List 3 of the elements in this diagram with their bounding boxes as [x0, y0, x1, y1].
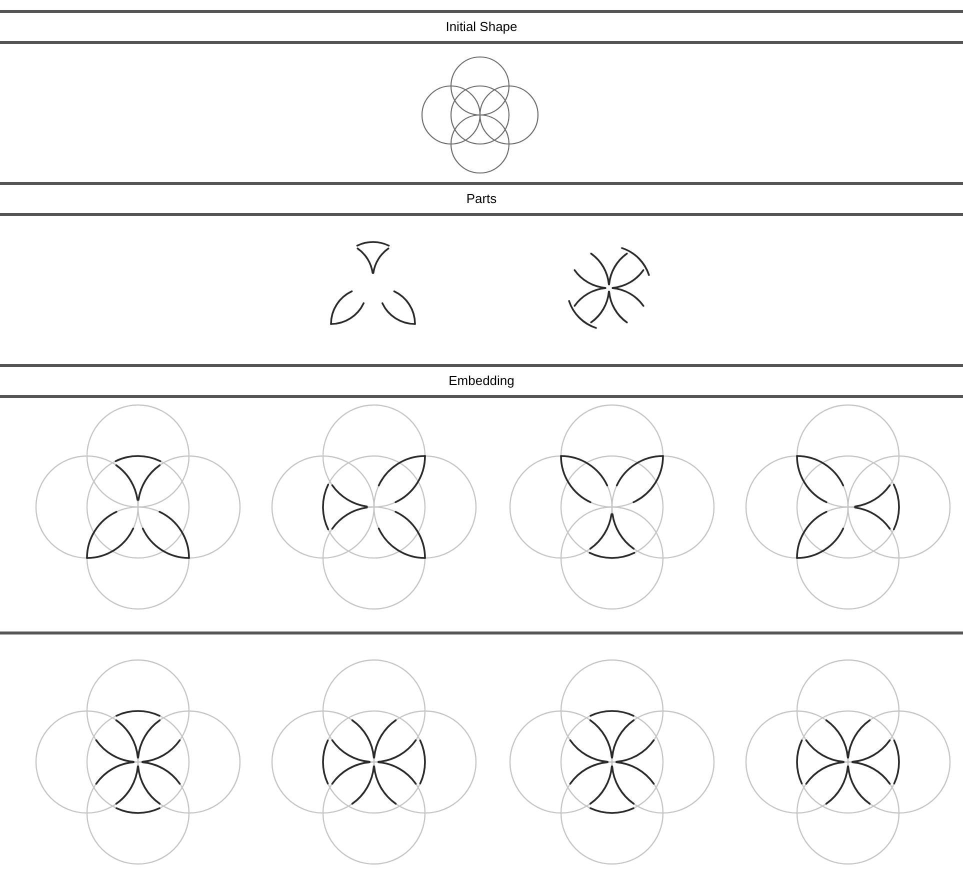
section-heading: Initial Shape — [446, 18, 518, 36]
section-heading: Embedding — [448, 372, 514, 390]
section-heading: Parts — [466, 190, 497, 208]
